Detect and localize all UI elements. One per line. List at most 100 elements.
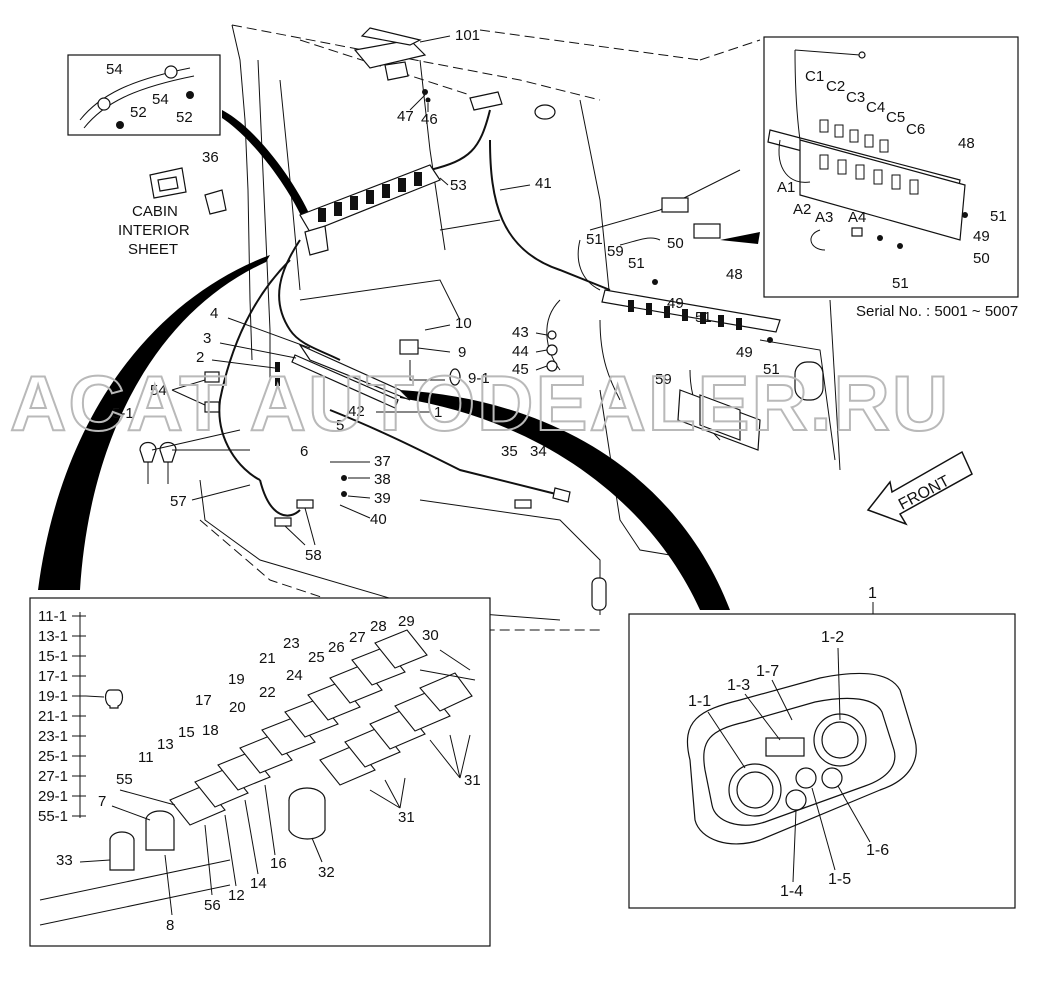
front-arrow: FRONT xyxy=(866,450,973,526)
callout-1-7: 1-7 xyxy=(756,663,779,680)
cabin-sheet-line-2: INTERIOR xyxy=(118,222,190,239)
callout-57: 57 xyxy=(170,493,187,510)
callout-9-1: 9-1 xyxy=(468,370,490,387)
callout-44: 44 xyxy=(512,343,529,360)
callout-10: 10 xyxy=(455,315,472,332)
callout-50: 50 xyxy=(667,235,684,252)
callout-34: 34 xyxy=(530,443,547,460)
callout-22: 22 xyxy=(259,684,276,701)
callout-43: 43 xyxy=(512,324,529,341)
callout-1: 1 xyxy=(434,404,442,421)
callout-17: 17 xyxy=(195,692,212,709)
parts-9-10: 10 9 9-1 xyxy=(399,315,490,387)
callout-51: 51 xyxy=(763,361,780,378)
cab-handle xyxy=(591,577,607,611)
center-callouts: 42 1 5 6 37 38 39 40 57 58 35 34 xyxy=(170,403,571,564)
callout-27: 27 xyxy=(349,629,366,646)
callout-5: 5 xyxy=(336,417,344,434)
callout-C6: C6 xyxy=(906,121,925,138)
bulb-15-1: 15-1 xyxy=(38,648,68,665)
callout-16: 16 xyxy=(270,855,287,872)
callout-5-1: 5-1 xyxy=(112,405,134,422)
inset-cluster: 1 1-2 1-7 1-3 1-1 1-6 1-5 1-4 xyxy=(628,585,1016,909)
callout-4: 4 xyxy=(210,305,218,322)
callout-48: 48 xyxy=(958,135,975,152)
callout-23: 23 xyxy=(283,635,300,652)
bulb-27-1: 27-1 xyxy=(38,768,68,785)
callout-52: 52 xyxy=(176,109,193,126)
callout-C5: C5 xyxy=(886,109,905,126)
callout-51: 51 xyxy=(628,255,645,272)
bulb-17-1: 17-1 xyxy=(38,668,68,685)
bulb-13-1: 13-1 xyxy=(38,628,68,645)
callout-26: 26 xyxy=(328,639,345,656)
callout-1-2: 1-2 xyxy=(821,629,844,646)
callout-39: 39 xyxy=(374,490,391,507)
callout-101: 101 xyxy=(455,27,480,44)
callout-35: 35 xyxy=(501,443,518,460)
callout-1-5: 1-5 xyxy=(828,871,851,888)
callout-33: 33 xyxy=(56,852,73,869)
callout-24: 24 xyxy=(286,667,303,684)
callout-55: 55 xyxy=(116,771,133,788)
callout-3: 3 xyxy=(203,330,211,347)
callout-47: 47 xyxy=(397,108,414,125)
callout-20: 20 xyxy=(229,699,246,716)
inset-switches: 11-1 13-1 15-1 17-1 19-1 21-1 23-1 25-1 … xyxy=(29,597,491,947)
cabin-interior-sheet: 36 CABIN INTERIOR SHEET xyxy=(118,149,227,258)
callout-41: 41 xyxy=(535,175,552,192)
callout-49: 49 xyxy=(736,344,753,361)
callout-49: 49 xyxy=(973,228,990,245)
bulb-21-1: 21-1 xyxy=(38,708,68,725)
part-101: 101 47 46 xyxy=(353,27,503,128)
callout-31: 31 xyxy=(398,809,415,826)
callout-9: 9 xyxy=(458,344,466,361)
callout-C4: C4 xyxy=(866,99,885,116)
callout-48: 48 xyxy=(726,266,743,283)
callout-15: 15 xyxy=(178,724,195,741)
callout-40: 40 xyxy=(370,511,387,528)
callout-1-6: 1-6 xyxy=(866,842,889,859)
bulb-29-1: 29-1 xyxy=(38,788,68,805)
callout-54: 54 xyxy=(106,61,123,78)
callout-59: 59 xyxy=(655,371,672,388)
callout-52: 52 xyxy=(130,104,147,121)
callout-25: 25 xyxy=(308,649,325,666)
callout-45: 45 xyxy=(512,361,529,378)
callout-A1: A1 xyxy=(777,179,795,196)
callout-51: 51 xyxy=(586,231,603,248)
callout-31: 31 xyxy=(464,772,481,789)
callout-59: 59 xyxy=(607,243,624,260)
cab-bracket xyxy=(693,223,721,239)
callout-50: 50 xyxy=(973,250,990,267)
keys: 5-1 54 xyxy=(112,371,250,484)
callout-30: 30 xyxy=(422,627,439,644)
callout-A3: A3 xyxy=(815,209,833,226)
callout-12: 12 xyxy=(228,887,245,904)
callout-19: 19 xyxy=(228,671,245,688)
callout-32: 32 xyxy=(318,864,335,881)
callout-28: 28 xyxy=(370,618,387,635)
callout-42: 42 xyxy=(348,403,365,420)
callout-56: 56 xyxy=(204,897,221,914)
bulb-25-1: 25-1 xyxy=(38,748,68,765)
cab-bracket xyxy=(661,197,689,213)
callout-46: 46 xyxy=(421,111,438,128)
watermark: ACAT AUTODEALER.RU xyxy=(10,359,950,447)
callout-arrows xyxy=(38,110,760,610)
bulb-19-1: 19-1 xyxy=(38,688,68,705)
callout-58: 58 xyxy=(305,547,322,564)
callout-37: 37 xyxy=(374,453,391,470)
callout-53: 53 xyxy=(450,177,467,194)
fuse-bar-48: 51 59 50 51 49 48 59 51 49 51 xyxy=(586,231,781,451)
bulb-11-1: 11-1 xyxy=(38,608,67,625)
callout-C2: C2 xyxy=(826,78,845,95)
callout-11: 11 xyxy=(138,749,154,766)
cab-grommet xyxy=(534,104,556,120)
callout-38: 38 xyxy=(374,471,391,488)
bulb-list: 11-1 13-1 15-1 17-1 19-1 21-1 23-1 25-1 … xyxy=(38,608,124,825)
callout-14: 14 xyxy=(250,875,267,892)
wiring-harness xyxy=(218,109,721,517)
callout-1-1: 1-1 xyxy=(688,693,711,710)
